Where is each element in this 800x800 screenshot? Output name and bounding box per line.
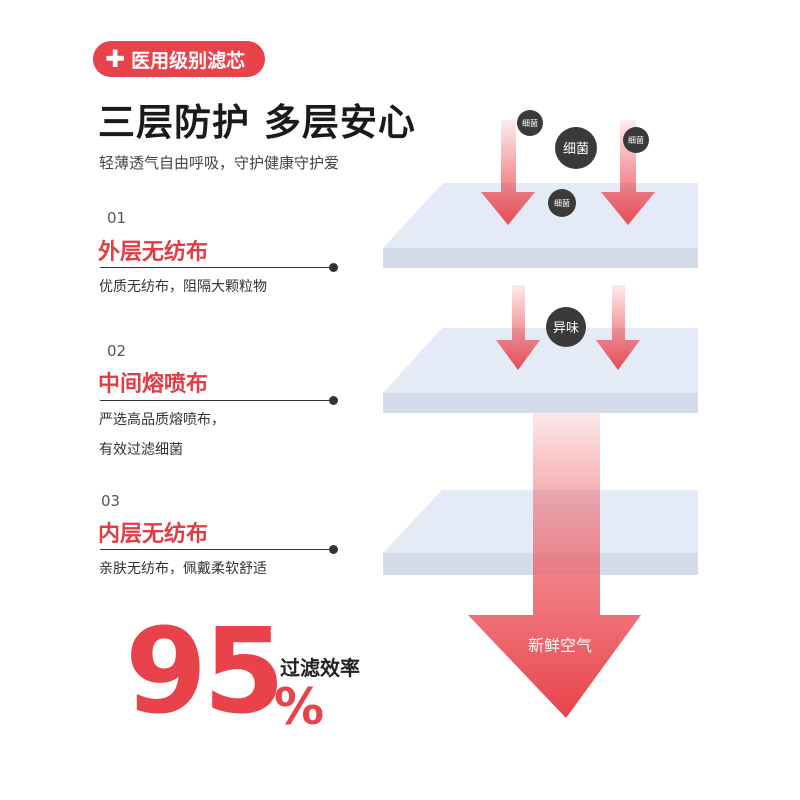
divider [100, 400, 332, 401]
divider [100, 549, 332, 550]
layer-number: 02 [107, 342, 127, 360]
filter-rate-label: 过滤效率 [280, 656, 360, 680]
layer-name: 内层无纺布 [98, 522, 209, 547]
odor-bubble [546, 307, 586, 347]
bacteria-label: 细菌 [628, 135, 644, 145]
arrow-down [601, 120, 655, 225]
dot-marker [329, 396, 338, 405]
odor-label: 异味 [553, 321, 579, 336]
filter-rate-value: 95 [125, 602, 285, 740]
bacteria-label: 细菌 [522, 118, 538, 128]
desc-line: 有效过滤细菌 [99, 442, 183, 458]
layer-desc: 亲肤无纺布，佩戴柔软舒适 [99, 561, 267, 577]
page-title: 三层防护 多层安心 [98, 101, 416, 144]
bacteria-label: 细菌 [554, 198, 570, 208]
plus-icon: ✚ [105, 45, 126, 73]
bacteria-bubble [555, 127, 597, 169]
filter-layer-middle [383, 328, 698, 413]
bacteria-label: 细菌 [563, 142, 589, 157]
layer-desc: 优质无纺布，阻隔大颗粒物 [99, 279, 267, 295]
desc-line: 严选高品质熔喷布， [99, 412, 225, 428]
badge-label: 医用级别滤芯 [131, 49, 246, 72]
fresh-air-label: 新鲜空气 [528, 636, 592, 655]
layer-number: 01 [107, 209, 127, 227]
medical-grade-badge: ✚ 医用级别滤芯 [93, 41, 265, 77]
arrow-down [596, 285, 640, 370]
bacteria-bubble [517, 110, 543, 136]
dot-marker [329, 263, 338, 272]
layer-number: 03 [101, 492, 121, 510]
percent-sign: % [274, 678, 325, 736]
bacteria-bubble [548, 189, 576, 217]
layer-name: 中间熔喷布 [98, 372, 209, 397]
dot-marker [329, 545, 338, 554]
subtitle: 轻薄透气自由呼吸，守护健康守护爱 [99, 154, 340, 172]
bacteria-bubble [623, 127, 649, 153]
arrow-down [496, 285, 540, 370]
divider [100, 267, 332, 268]
layer-desc: 严选高品质熔喷布， 有效过滤细菌 [99, 405, 225, 465]
layer-name: 外层无纺布 [98, 240, 209, 265]
arrow-down [481, 120, 535, 225]
fresh-air-arrow [468, 410, 641, 718]
